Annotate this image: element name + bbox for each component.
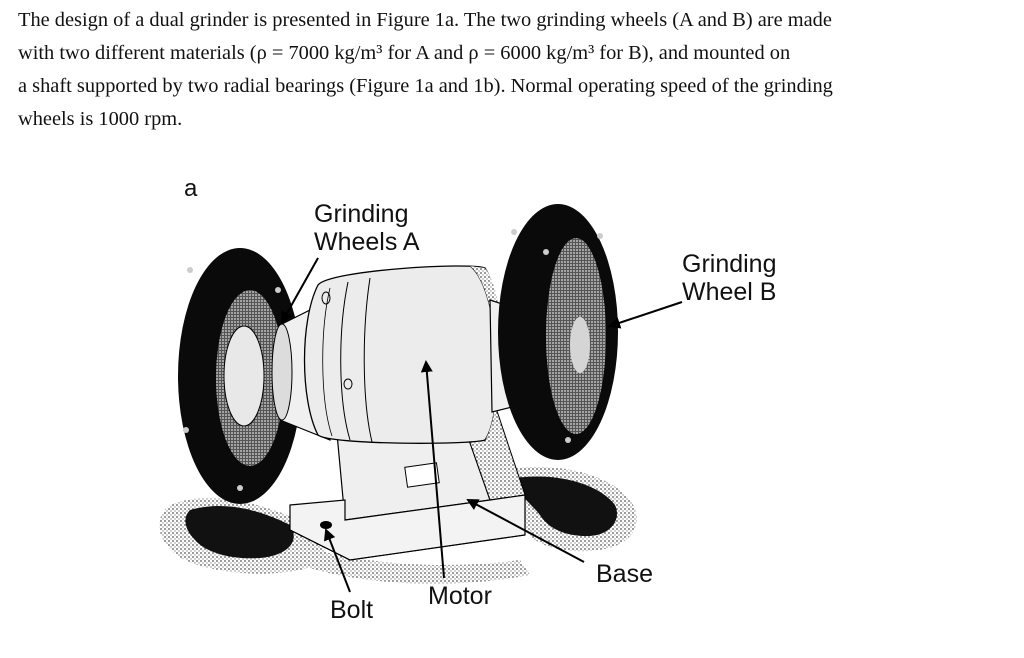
- motor-body: [303, 265, 502, 444]
- problem-paragraph: The design of a dual grinder is presente…: [18, 4, 978, 136]
- paragraph-line-2: with two different materials (ρ = 7000 k…: [18, 42, 791, 64]
- label-grinding-wheel-b-line1: Grinding: [682, 250, 777, 278]
- label-grinding-wheels-a-line2: Wheels A: [314, 228, 420, 256]
- paragraph-line-1: The design of a dual grinder is presente…: [18, 9, 832, 31]
- grinding-wheel-b: [498, 204, 618, 460]
- label-grinding-wheels-a: Grinding Wheels A: [314, 200, 420, 256]
- grinding-wheel-a: [178, 248, 302, 504]
- label-grinding-wheel-b: Grinding Wheel B: [682, 250, 777, 306]
- label-grinding-wheels-a-line1: Grinding: [314, 200, 409, 228]
- arrow-base: [466, 499, 585, 563]
- paragraph-line-4: wheels is 1000 rpm.: [18, 108, 183, 130]
- arrow-wheels-a: [281, 257, 319, 324]
- label-grinding-wheel-b-line2: Wheel B: [682, 278, 777, 306]
- arrow-wheel-b: [608, 301, 683, 329]
- paragraph-line-3: a shaft supported by two radial bearings…: [18, 75, 833, 97]
- leader-arrows: [281, 257, 683, 593]
- arrow-motor: [420, 360, 445, 579]
- arrow-bolt: [324, 528, 351, 593]
- label-base: Base: [596, 560, 653, 588]
- floor-shadow: [159, 466, 637, 584]
- label-bolt: Bolt: [330, 596, 374, 624]
- label-motor: Motor: [428, 582, 492, 610]
- figure-panel-letter: a: [184, 175, 198, 202]
